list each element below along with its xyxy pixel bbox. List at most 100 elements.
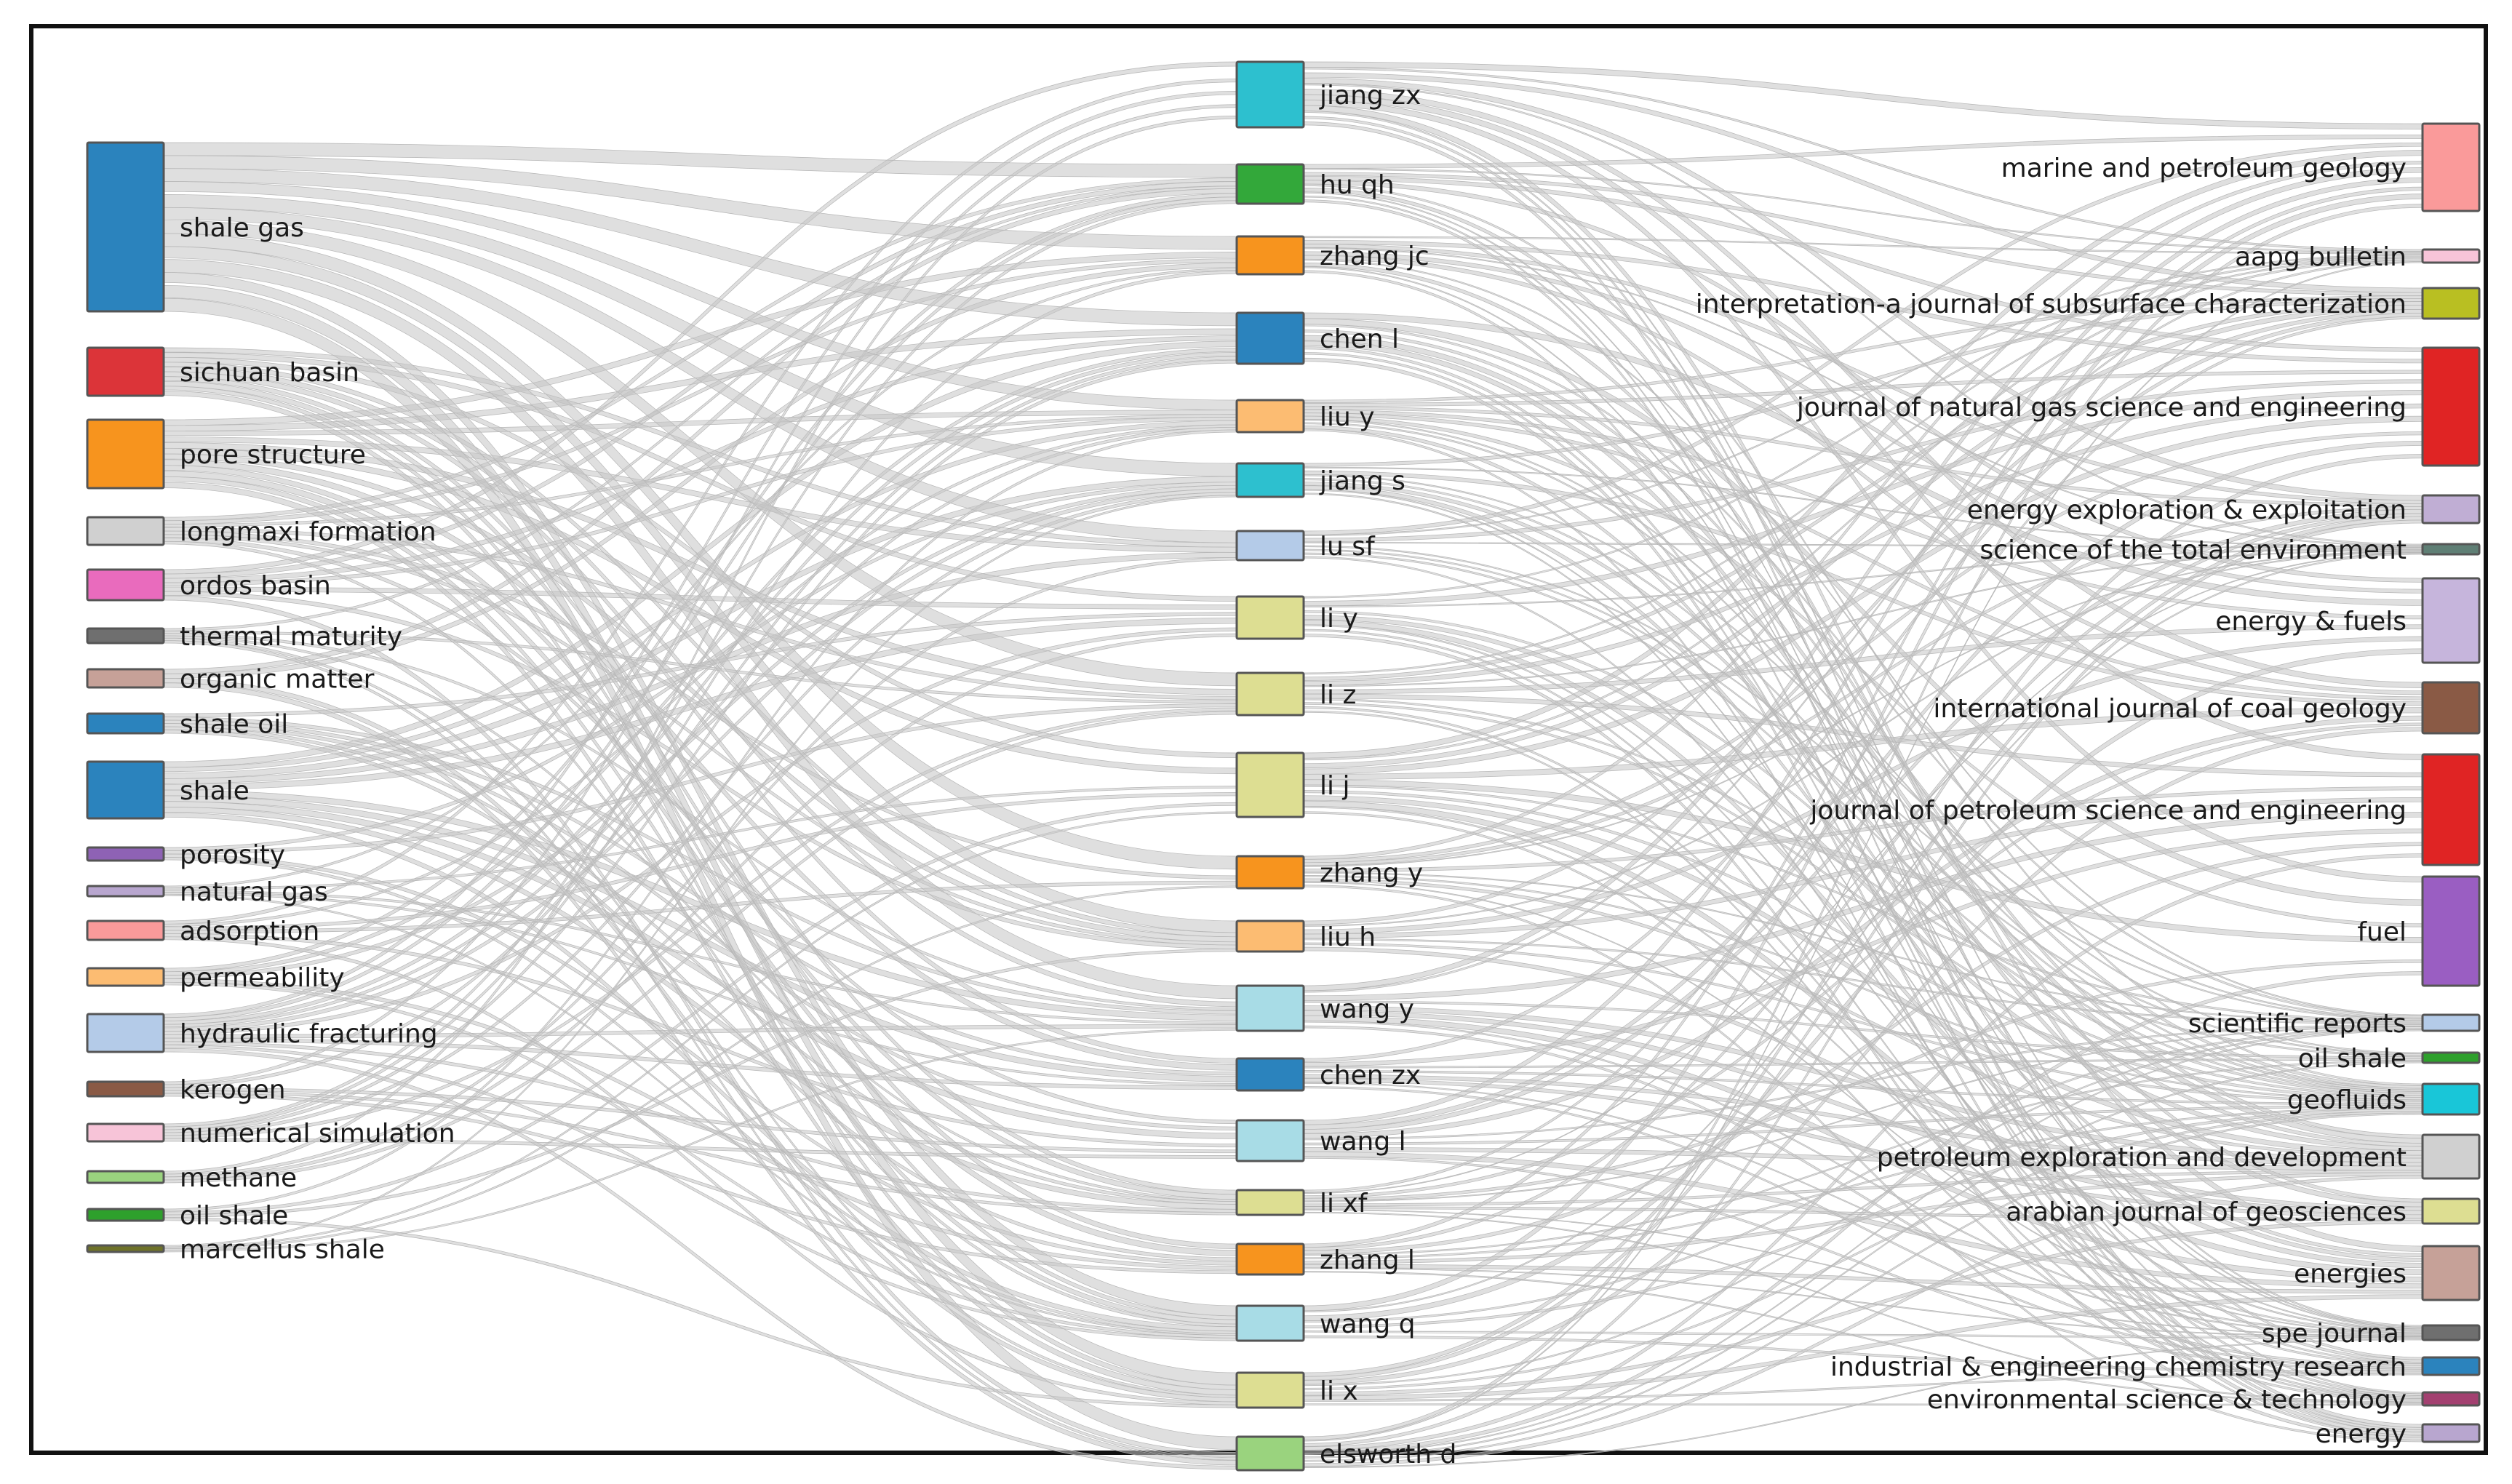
journal-node[interactable] <box>2421 1013 2481 1032</box>
keyword-label: permeability <box>180 963 345 993</box>
keyword-node[interactable] <box>86 885 165 898</box>
journal-node[interactable] <box>2421 1245 2481 1301</box>
author-node[interactable] <box>1235 60 1305 129</box>
journal-node[interactable] <box>2421 577 2481 664</box>
keyword-label: ordos basin <box>180 571 331 601</box>
keyword-node[interactable] <box>86 919 165 941</box>
keyword-node[interactable] <box>86 760 165 820</box>
author-node[interactable] <box>1235 1304 1305 1342</box>
author-label: zhang l <box>1320 1245 1415 1275</box>
author-node[interactable] <box>1235 311 1305 365</box>
keyword-nodes[interactable] <box>86 141 165 1253</box>
journal-label: aapg bulletin <box>2235 242 2407 272</box>
journal-label: energy & fuels <box>2215 607 2407 637</box>
journal-node[interactable] <box>2421 1356 2481 1376</box>
author-node[interactable] <box>1235 1242 1305 1276</box>
author-node[interactable] <box>1235 462 1305 498</box>
keyword-node[interactable] <box>86 1170 165 1184</box>
keyword-node[interactable] <box>86 1208 165 1222</box>
keyword-node[interactable] <box>86 1244 165 1253</box>
author-label: li z <box>1320 680 1356 710</box>
journal-node[interactable] <box>2421 875 2481 987</box>
journal-label: spe journal <box>2262 1319 2407 1349</box>
journal-node[interactable] <box>2421 681 2481 735</box>
journal-label: industrial & engineering chemistry resea… <box>1830 1352 2407 1382</box>
keyword-label: adsorption <box>180 917 319 946</box>
journal-node[interactable] <box>2421 753 2481 866</box>
journal-node[interactable] <box>2421 1082 2481 1116</box>
keyword-label: thermal maturity <box>180 622 402 652</box>
journal-node[interactable] <box>2421 287 2481 320</box>
author-label: wang l <box>1320 1127 1406 1157</box>
keyword-label: porosity <box>180 840 285 870</box>
journal-label: science of the total environment <box>1979 535 2407 565</box>
author-node[interactable] <box>1235 1119 1305 1162</box>
author-label: wang q <box>1320 1309 1415 1339</box>
keyword-node[interactable] <box>86 846 165 862</box>
keyword-label: marcellus shale <box>180 1235 385 1265</box>
keyword-node[interactable] <box>86 1013 165 1053</box>
author-node[interactable] <box>1235 399 1305 434</box>
author-label: jiang zx <box>1319 81 1421 111</box>
keyword-label: methane <box>180 1163 297 1193</box>
journal-label: fuel <box>2357 917 2407 947</box>
author-node[interactable] <box>1235 1435 1305 1472</box>
keyword-node[interactable] <box>86 1122 165 1143</box>
keyword-label: shale gas <box>180 213 304 243</box>
author-node[interactable] <box>1235 751 1305 818</box>
author-node[interactable] <box>1235 235 1305 276</box>
keyword-label: sichuan basin <box>180 358 359 388</box>
links-keywords-to-authors <box>163 61 1237 1470</box>
author-node[interactable] <box>1235 163 1305 205</box>
author-node[interactable] <box>1235 671 1305 717</box>
keyword-node[interactable] <box>86 418 165 490</box>
journal-label: marine and petroleum geology <box>2001 153 2407 183</box>
journal-node[interactable] <box>2421 1423 2481 1443</box>
keyword-node[interactable] <box>86 712 165 735</box>
links-authors-to-journals <box>1303 61 2423 1469</box>
keyword-node[interactable] <box>86 668 165 689</box>
author-node[interactable] <box>1235 855 1305 890</box>
author-node[interactable] <box>1235 919 1305 953</box>
author-node[interactable] <box>1235 1057 1305 1092</box>
author-label: liu h <box>1320 922 1376 952</box>
journal-label: journal of petroleum science and enginee… <box>1809 796 2407 826</box>
author-node[interactable] <box>1235 595 1305 640</box>
author-node[interactable] <box>1235 984 1305 1032</box>
journal-node[interactable] <box>2421 248 2481 264</box>
keyword-node[interactable] <box>86 967 165 987</box>
journal-node[interactable] <box>2421 122 2481 212</box>
keyword-node[interactable] <box>86 627 165 645</box>
author-node[interactable] <box>1235 530 1305 562</box>
journal-label: energy exploration & exploitation <box>1967 495 2407 525</box>
journal-label: oil shale <box>2298 1044 2407 1074</box>
journal-node[interactable] <box>2421 1391 2481 1407</box>
journal-label: petroleum exploration and development <box>1877 1143 2407 1173</box>
journal-node[interactable] <box>2421 346 2481 467</box>
journal-node[interactable] <box>2421 1197 2481 1225</box>
author-node[interactable] <box>1235 1189 1305 1216</box>
author-label: zhang jc <box>1320 242 1430 271</box>
keyword-node[interactable] <box>86 141 165 313</box>
journal-label: geofluids <box>2287 1085 2407 1115</box>
keyword-node[interactable] <box>86 1080 165 1098</box>
journal-nodes[interactable] <box>2421 122 2481 1443</box>
keyword-node[interactable] <box>86 346 165 397</box>
sankey-link <box>1303 100 2423 882</box>
journal-node[interactable] <box>2421 543 2481 556</box>
journal-node[interactable] <box>2421 1133 2481 1180</box>
keyword-node[interactable] <box>86 568 165 602</box>
author-label: lu sf <box>1320 532 1376 562</box>
author-label: chen zx <box>1320 1061 1421 1090</box>
author-label: li xf <box>1320 1189 1368 1218</box>
journal-node[interactable] <box>2421 494 2481 524</box>
keyword-label: natural gas <box>180 877 328 907</box>
keyword-label: oil shale <box>180 1201 288 1231</box>
journal-node[interactable] <box>2421 1051 2481 1064</box>
author-node[interactable] <box>1235 1371 1305 1409</box>
journal-node[interactable] <box>2421 1324 2481 1341</box>
author-nodes[interactable] <box>1235 60 1305 1472</box>
keyword-node[interactable] <box>86 516 165 546</box>
